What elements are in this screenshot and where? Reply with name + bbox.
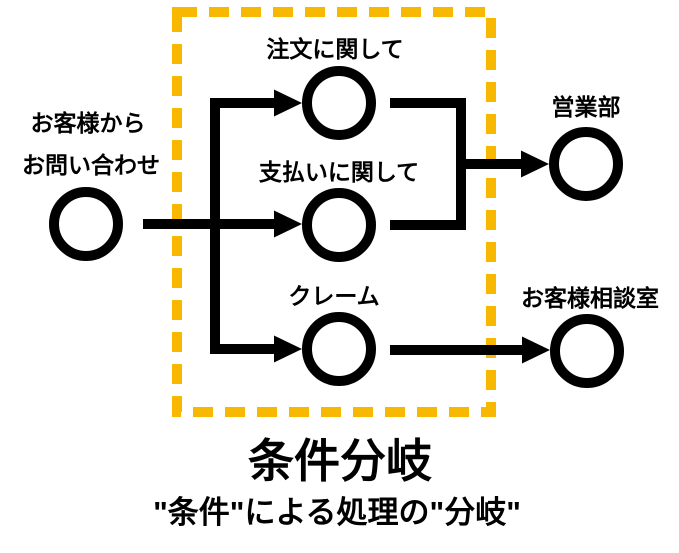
start-node-label-line1: お客様から xyxy=(31,110,146,136)
payment-node-label: 支払いに関して xyxy=(258,159,419,185)
order-node-circle xyxy=(302,66,376,140)
start-node-label-line2: お問い合わせ xyxy=(22,152,160,178)
support-node-circle xyxy=(550,314,624,388)
sales-node-circle xyxy=(549,127,623,201)
sales-node-label: 営業部 xyxy=(552,94,621,120)
complaint-node-label: クレーム xyxy=(288,283,379,309)
complaint-node-circle xyxy=(302,312,376,386)
diagram-title: 条件分岐 xyxy=(248,435,432,487)
support-node-label: お客様相談室 xyxy=(521,285,659,311)
condition-branch-box xyxy=(172,7,496,417)
diagram-subtitle: "条件"による処理の"分岐" xyxy=(153,495,521,530)
payment-node-circle xyxy=(302,188,376,262)
order-node-label: 注文に関して xyxy=(266,36,403,62)
start-node-circle xyxy=(49,187,123,261)
